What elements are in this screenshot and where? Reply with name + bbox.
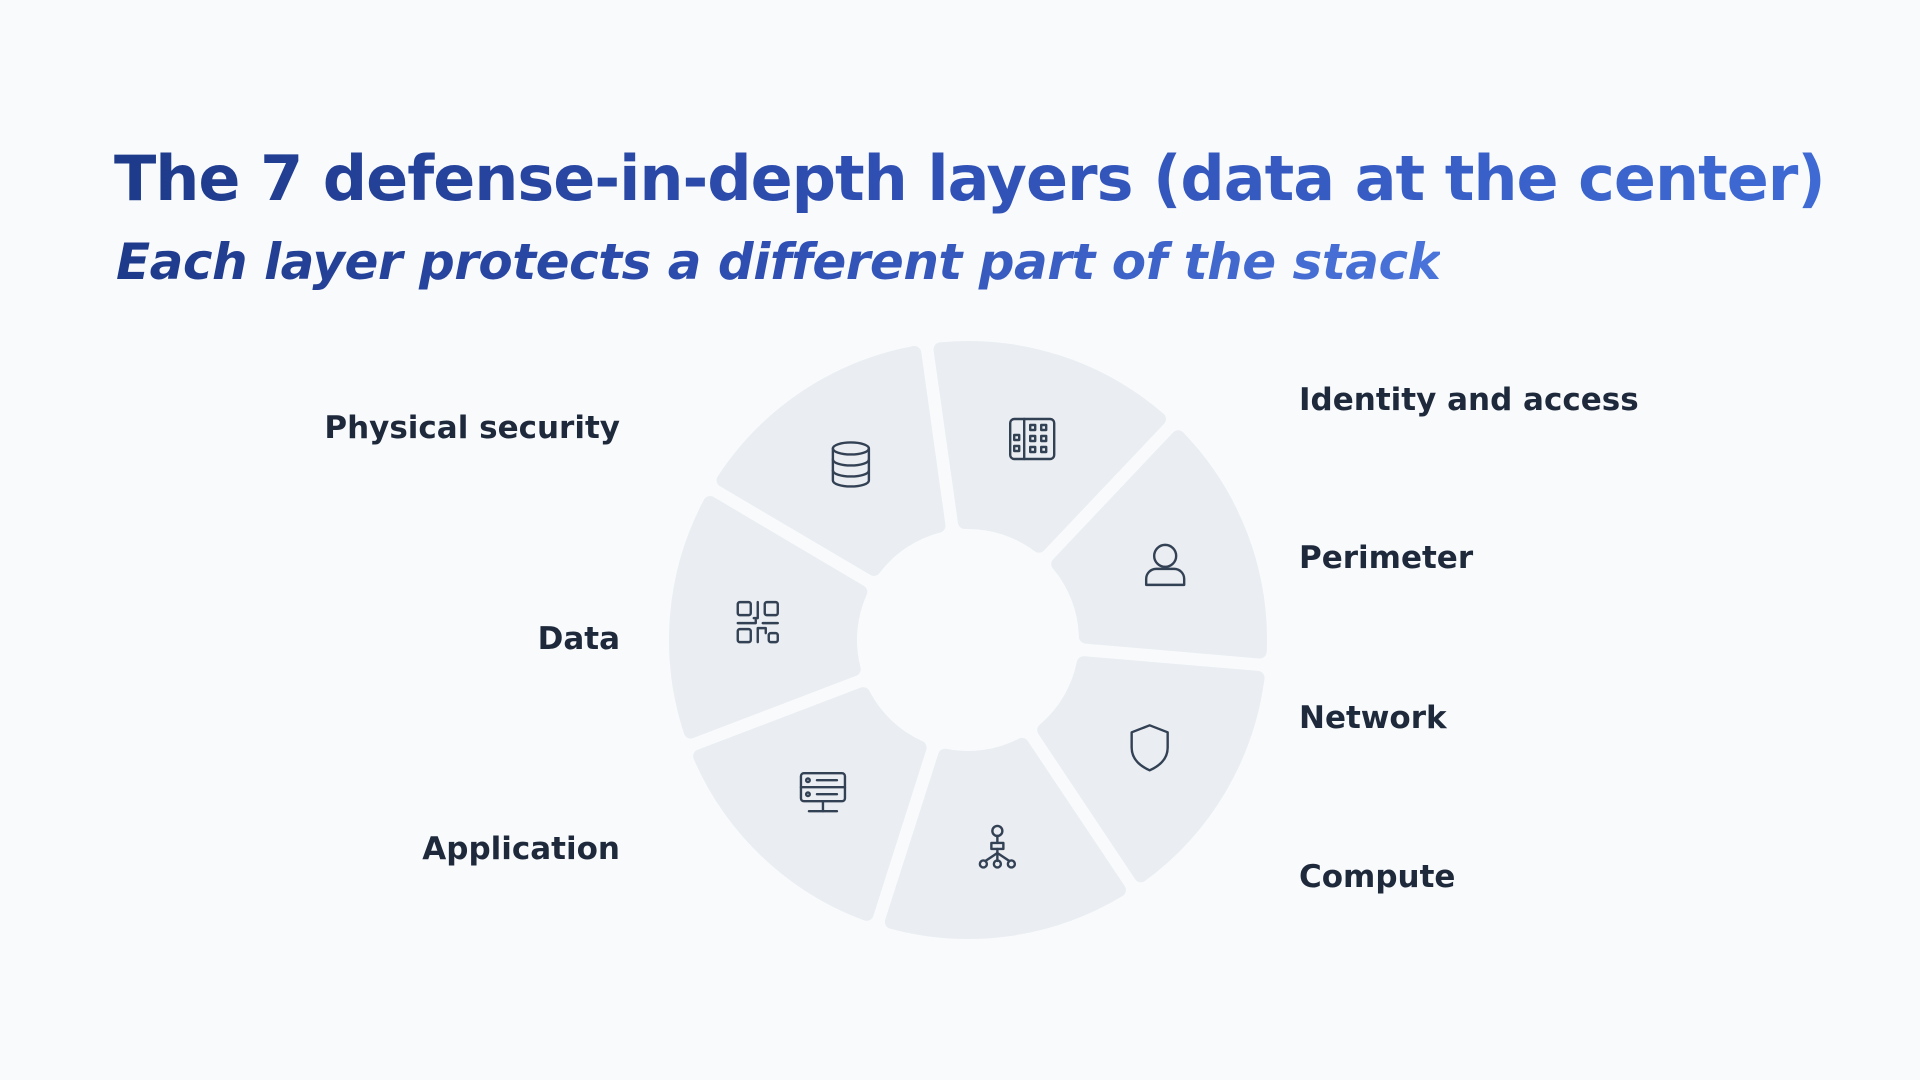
page-subtitle: Each layer protects a different part of …	[116, 233, 1441, 291]
label-compute: Compute	[1299, 859, 1456, 895]
segment-network	[884, 737, 1126, 939]
segment-physical-security	[933, 341, 1166, 553]
shield-icon	[1130, 724, 1169, 772]
label-application: Application	[422, 831, 620, 867]
page-title: The 7 defense-in-depth layers (data at t…	[114, 142, 1826, 215]
label-physical-security: Physical security	[324, 410, 620, 446]
server-icon	[799, 772, 847, 813]
segment-application	[669, 496, 868, 739]
label-perimeter: Perimeter	[1299, 540, 1474, 576]
segment-data	[716, 345, 946, 576]
label-data: Data	[537, 621, 620, 657]
segment-identity-and-access	[1051, 430, 1267, 659]
user-icon	[1144, 543, 1186, 587]
label-network: Network	[1299, 700, 1447, 736]
segment-compute	[693, 687, 927, 921]
network-icon	[978, 824, 1017, 869]
label-identity-and-access: Identity and access	[1299, 382, 1639, 418]
app-grid-icon	[736, 600, 779, 644]
database-icon	[831, 441, 871, 488]
building-icon	[1009, 417, 1056, 461]
